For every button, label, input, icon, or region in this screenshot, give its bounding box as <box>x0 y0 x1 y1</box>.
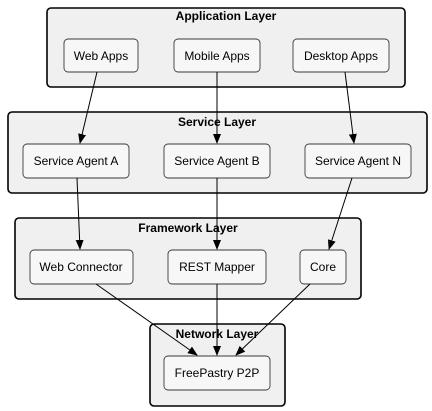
node-desktop-apps-label: Desktop Apps <box>304 49 378 63</box>
node-service-agent-a-label: Service Agent A <box>34 154 119 168</box>
node-rest-mapper: REST Mapper <box>167 249 267 285</box>
node-service-agent-n: Service Agent N <box>304 143 412 179</box>
layer-application-title: Application Layer <box>176 9 277 23</box>
node-freepastry-p2p: FreePastry P2P <box>163 355 271 391</box>
node-service-agent-a-box <box>22 143 130 179</box>
node-web-apps-label: Web Apps <box>74 49 128 63</box>
node-web-connector-box <box>29 249 134 285</box>
edges <box>75 71 357 356</box>
node-web-connector: Web Connector <box>29 249 134 285</box>
node-service-agent-n-label: Service Agent N <box>315 154 401 168</box>
node-web-apps-box <box>63 38 139 73</box>
node-service-agent-b-label: Service Agent B <box>174 154 259 168</box>
node-core: Core <box>299 249 347 285</box>
node-desktop-apps: Desktop Apps <box>292 38 390 73</box>
node-service-agent-a: Service Agent A <box>22 143 130 179</box>
node-desktop-apps-box <box>292 38 390 73</box>
edge-service-agent-n-to-core <box>327 177 353 250</box>
node-freepastry-p2p-box <box>163 355 271 391</box>
edge-core-to-freepastry <box>235 283 311 356</box>
node-web-apps: Web Apps <box>63 38 139 73</box>
node-mobile-apps: Mobile Apps <box>173 38 261 73</box>
node-service-agent-b: Service Agent B <box>163 143 271 179</box>
node-freepastry-p2p-label: FreePastry P2P <box>175 366 260 380</box>
edge-web-connector-to-freepastry <box>95 283 198 356</box>
node-web-connector-label: Web Connector <box>39 260 122 274</box>
node-core-box <box>299 249 347 285</box>
layer-framework-title: Framework Layer <box>138 221 238 235</box>
node-service-agent-n-box <box>304 143 412 179</box>
edge-desktop-apps-to-service-agent-n <box>344 71 357 144</box>
edge-web-apps-to-service-agent-a <box>78 71 98 144</box>
edge-service-agent-a-to-web-connector <box>75 177 84 250</box>
node-rest-mapper-label: REST Mapper <box>179 260 255 274</box>
node-core-label: Core <box>310 260 336 274</box>
node-mobile-apps-label: Mobile Apps <box>184 49 249 63</box>
